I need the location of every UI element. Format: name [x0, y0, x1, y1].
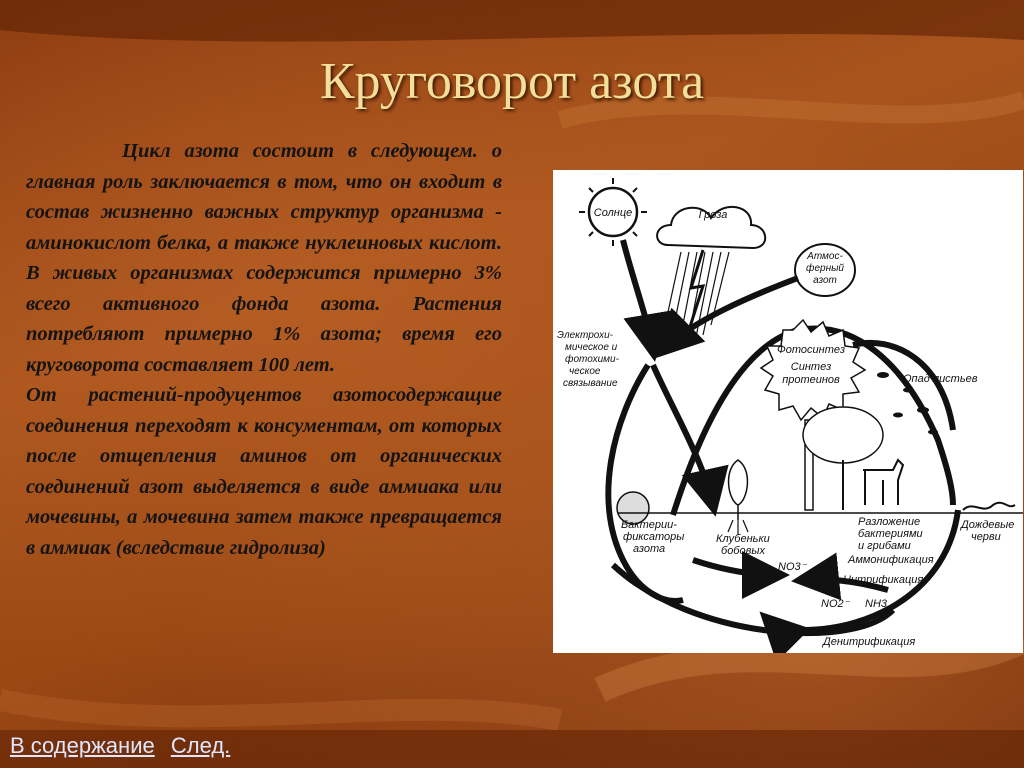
- bacteria-label-2: фиксаторы: [623, 531, 684, 543]
- ammonification-label: Аммонификация: [847, 554, 934, 566]
- electro-label-3: фотохими-: [565, 353, 620, 365]
- diagram-svg: Солнце Гроза Атмос- ферный азот Электрох…: [557, 178, 1023, 653]
- denitrification-label: Денитрификация: [821, 636, 915, 648]
- sun-icon: [579, 178, 647, 246]
- atm-label-1: Атмос-: [806, 251, 843, 262]
- decomposition-label-2: бактериями: [858, 528, 923, 540]
- electro-label-1: Электрохи-: [557, 330, 614, 341]
- atm-label-3: азот: [813, 275, 837, 286]
- next-link[interactable]: След.: [170, 733, 231, 758]
- leaf-litter-label: Опад листьев: [903, 373, 978, 385]
- decomposition-label-3: и грибами: [858, 540, 911, 552]
- synthesis-label-2: протеинов: [782, 374, 840, 386]
- navigation-links: В содержание След.: [10, 733, 240, 759]
- nitrification-label: Нитрификация: [843, 574, 923, 586]
- bacteria-label-3: азота: [633, 543, 665, 555]
- bacteria-label-1: Бактерии-: [621, 519, 677, 531]
- body-text: Цикл азота состоит в следующем. о главна…: [26, 136, 502, 563]
- nodules-label-1: Клубеньки: [716, 533, 770, 545]
- deer-icon: [863, 458, 905, 505]
- nodules-label-2: бобовых: [721, 545, 765, 557]
- sun-label: Солнце: [594, 207, 632, 219]
- photosynthesis-tree-icon: [759, 318, 867, 511]
- storm-label: Гроза: [699, 209, 728, 221]
- synthesis-label-1: Синтез: [791, 361, 831, 373]
- electro-label-2: мическое и: [565, 342, 618, 353]
- atm-label-2: ферный: [806, 262, 844, 274]
- atmospheric-nitrogen-bubble: [794, 243, 856, 297]
- storm-cloud-icon: [656, 205, 767, 346]
- nitrogen-cycle-diagram: Солнце Гроза Атмос- ферный азот Электрох…: [553, 170, 1023, 653]
- leaf-litter-icons: [877, 372, 938, 435]
- nh3-label: NH3: [865, 598, 888, 610]
- decomposition-label-1: Разложение: [858, 516, 920, 528]
- earthworms-label-1: Дождевые: [959, 519, 1014, 531]
- earthworms-label-2: черви: [971, 531, 1001, 543]
- deciduous-tree-icon: [802, 406, 884, 510]
- no2-label: NO2⁻: [821, 598, 851, 610]
- slide-title: Круговорот азота: [319, 53, 705, 110]
- paragraph-1: Цикл азота состоит в следующем. о главна…: [26, 140, 502, 376]
- electro-label-4: ческое: [569, 366, 601, 377]
- bacteria-icon: [616, 491, 650, 525]
- cycle-arrows: [605, 239, 961, 653]
- photosynthesis-label: Фотосинтез: [777, 344, 845, 356]
- earthworm-icon: [962, 501, 1016, 511]
- paragraph-2: От растений-продуцентов азотосодержащие …: [26, 384, 502, 559]
- electro-label-5: связывание: [563, 378, 618, 389]
- no3-label: NO3⁻: [778, 561, 808, 573]
- legume-plant-icon: [727, 459, 749, 535]
- contents-link[interactable]: В содержание: [10, 733, 155, 758]
